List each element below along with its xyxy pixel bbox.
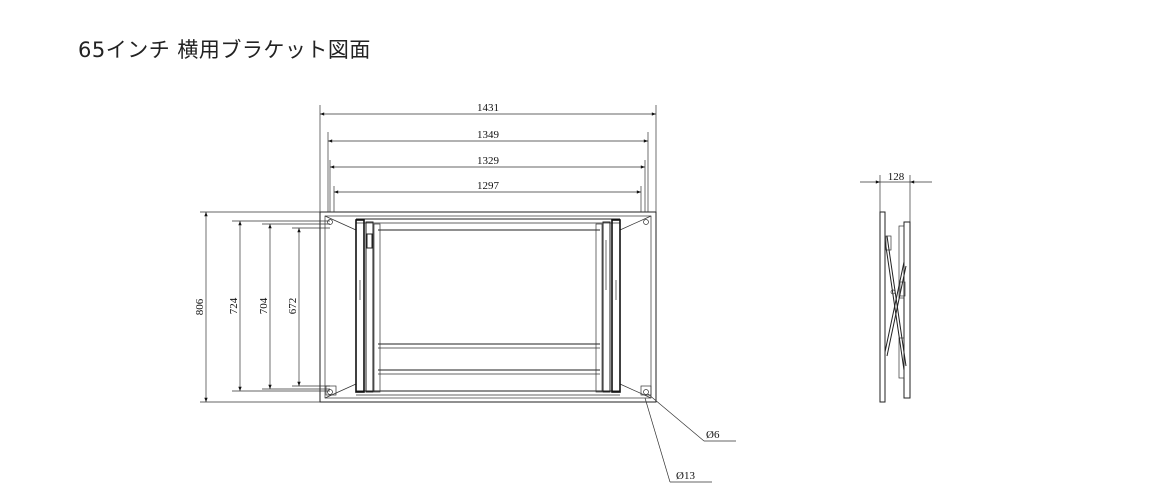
dim-height-3: 704 [258,297,270,314]
inner-frame [324,215,652,399]
hole-tr [643,219,649,225]
left-arm-inner [365,221,374,393]
corner-brace-tl [324,215,357,231]
right-arm-outer [611,219,621,393]
dim-height-2: 724 [228,297,240,314]
dim-width-3: 1329 [477,155,500,167]
dim-width-2: 1349 [477,129,500,141]
corner-brace-tr [619,215,652,231]
outer-frame [319,211,657,403]
hole-callouts: Ø6 Ø13 [644,393,736,483]
hole-tl [327,219,333,225]
hole-pad-br [640,385,652,396]
dim-height-outer: 806 [194,298,206,315]
hole-pad-bl [325,385,337,396]
front-view [319,211,657,403]
dim-height-4: 672 [287,298,299,315]
right-arm-inner [602,221,611,393]
dim-depth: 128 [888,171,905,183]
corner-brace-br [619,383,652,399]
mount-plate [903,221,911,399]
left-latch [366,233,373,249]
hole-br [643,389,649,395]
width-dimensions: 1431 1349 1329 1297 [319,102,657,212]
left-arm-outer [355,219,365,393]
wall-plate [879,211,886,403]
dim-width-4: 1297 [477,180,500,192]
corner-brace-bl [324,383,357,399]
dim-width-outer: 1431 [477,102,499,114]
hole-bl [327,389,333,395]
side-view: 128 [860,171,932,403]
callout-hole-small: Ø6 [706,429,720,441]
drawing-title: 65インチ 横用ブラケット図面 [78,38,371,62]
scissor-arm-2 [884,261,905,353]
callout-hole-large: Ø13 [676,470,695,482]
height-dimensions: 806 724 704 672 [194,211,330,403]
